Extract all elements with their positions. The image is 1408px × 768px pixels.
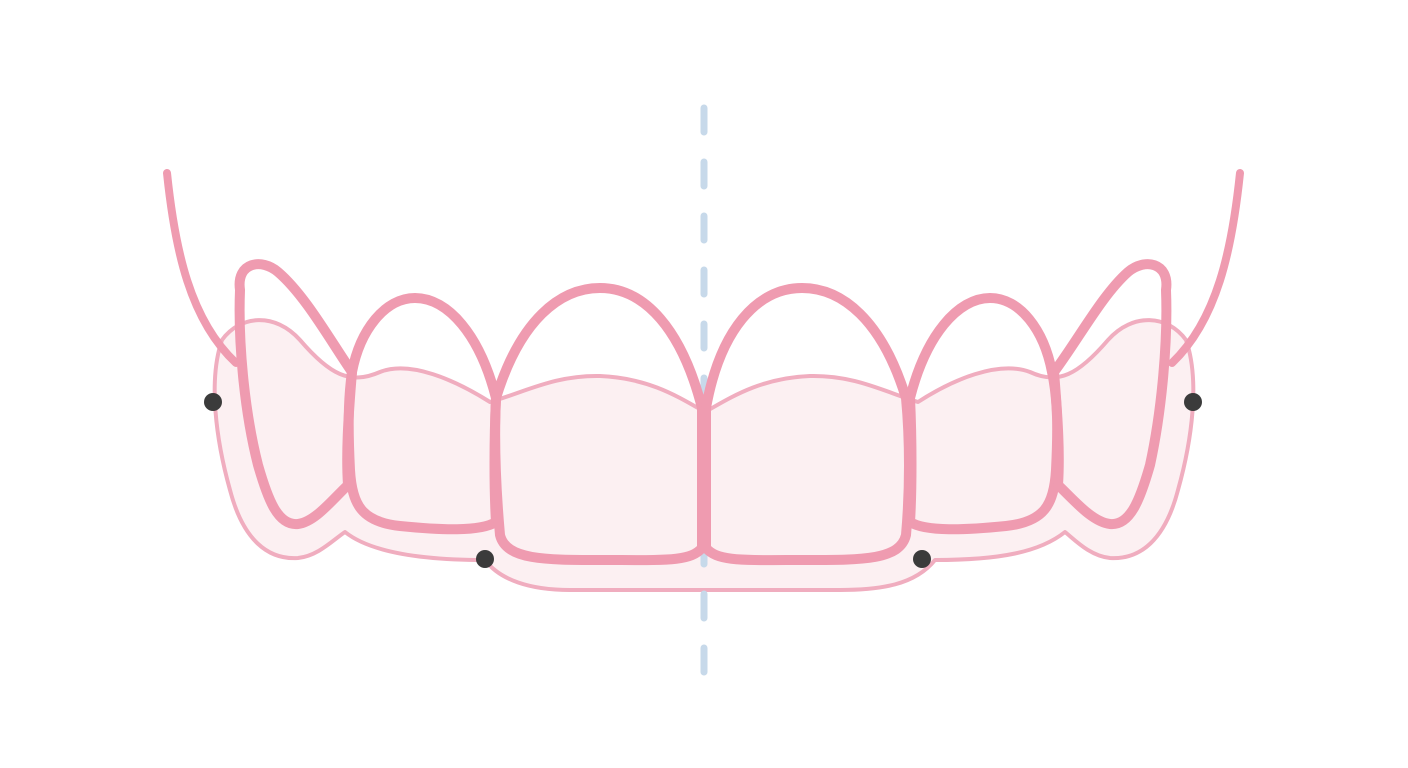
left-inner-point bbox=[476, 550, 494, 568]
right-lip-curve bbox=[1168, 169, 1244, 367]
right-inner-point bbox=[913, 550, 931, 568]
left-outer-point bbox=[204, 393, 222, 411]
left-lip-curve bbox=[163, 169, 240, 367]
left-central-incisor-outline bbox=[490, 283, 707, 566]
right-canine-outline bbox=[1049, 259, 1172, 530]
right-outer-point bbox=[1184, 393, 1202, 411]
